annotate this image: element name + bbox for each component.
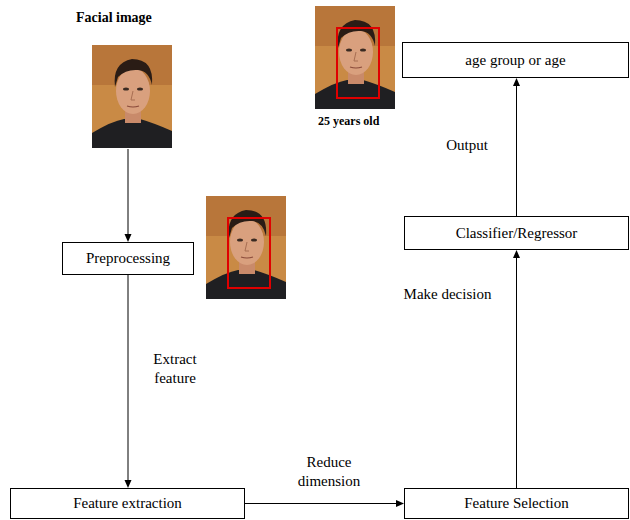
process-box: Feature Selection <box>404 488 629 519</box>
process-box: Preprocessing <box>62 242 194 275</box>
edge-label: Output <box>432 136 502 155</box>
face-photo <box>92 45 172 148</box>
input-arrow <box>125 149 132 242</box>
edge-label: Make decision <box>390 285 505 304</box>
flow-arrow <box>513 78 520 216</box>
face-photo-result <box>315 6 395 109</box>
process-box: Feature extraction <box>10 488 245 519</box>
flow-arrow <box>513 250 520 488</box>
box-label: age group or age <box>465 52 565 69</box>
box-label: Preprocessing <box>86 250 170 267</box>
connector-line <box>516 85 517 216</box>
caption-label: 25 years old <box>318 114 379 129</box>
flow-arrow <box>125 275 132 488</box>
edge-label: Reduce dimension <box>284 453 374 491</box>
connector-line <box>516 257 517 488</box>
arrowhead <box>125 480 132 488</box>
connector-line <box>245 503 397 504</box>
connector-line <box>128 275 129 481</box>
caption-label: Facial image <box>76 10 152 26</box>
arrowhead <box>396 500 404 507</box>
face-photo-detected <box>206 196 286 299</box>
arrowhead <box>513 250 520 258</box>
box-label: Classifier/Regressor <box>456 225 578 242</box>
box-label: Feature extraction <box>73 495 182 512</box>
process-box: age group or age <box>402 42 629 78</box>
arrowhead <box>513 78 520 86</box>
box-label: Feature Selection <box>464 495 569 512</box>
edge-label: Extract feature <box>140 350 210 388</box>
process-box: Classifier/Regressor <box>404 216 629 250</box>
flow-arrow <box>245 500 404 507</box>
